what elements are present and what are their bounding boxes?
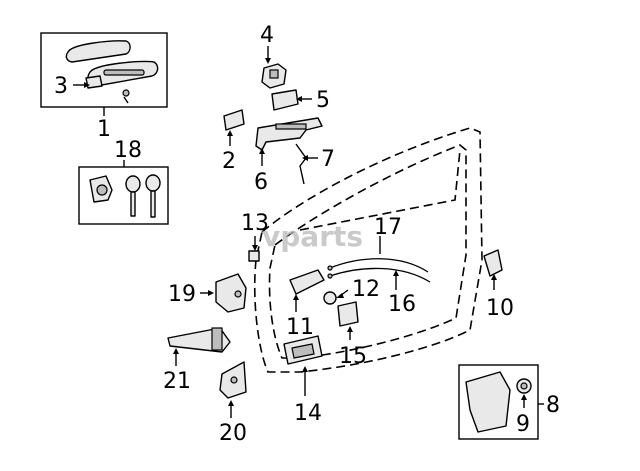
- part-15-pad: [337, 301, 359, 327]
- part-19-hinge: [215, 273, 247, 313]
- callout-18: 18: [114, 138, 142, 163]
- callout-15: 15: [339, 344, 367, 369]
- outside-handle-part: [65, 40, 131, 63]
- callout-numbers: 1 2 3 4 5 6 7 8 9 10 11 12 13 14 15 16 1…: [54, 23, 560, 446]
- part-16-cable: [329, 267, 431, 283]
- part-6-bracket: [255, 117, 323, 151]
- callout-16: 16: [388, 292, 416, 317]
- handle-group-box: [40, 32, 168, 108]
- callout-11: 11: [286, 315, 314, 340]
- part-2-plate: [223, 109, 245, 131]
- part-10-striker: [483, 249, 503, 277]
- callout-7: 7: [321, 147, 335, 172]
- watermark: vparts: [262, 220, 363, 253]
- lock-cylinder-keys-box: [78, 166, 169, 225]
- callout-12: 12: [352, 277, 380, 302]
- callout-14: 14: [294, 401, 322, 426]
- door-outline: [253, 127, 483, 373]
- callout-21: 21: [163, 369, 191, 394]
- callout-5: 5: [316, 88, 330, 113]
- callout-4: 4: [260, 23, 274, 48]
- part-11-latch-link: [289, 269, 325, 295]
- callout-6: 6: [254, 170, 268, 195]
- callout-3: 3: [54, 74, 68, 99]
- callout-10: 10: [486, 296, 514, 321]
- part-5-gasket: [271, 89, 299, 111]
- part-14-inside-handle: [283, 335, 323, 365]
- callout-8: 8: [546, 393, 560, 418]
- part-12-bolt: [323, 291, 337, 305]
- callout-19: 19: [168, 282, 196, 307]
- leader-lines: [73, 46, 527, 418]
- callout-13: 13: [241, 211, 269, 236]
- callout-17: 17: [374, 215, 402, 240]
- part-7-rod: [295, 143, 307, 185]
- callout-9: 9: [516, 412, 530, 437]
- part-17-cable: [329, 258, 429, 273]
- callout-2: 2: [222, 149, 236, 174]
- lock-assembly-box: [458, 364, 539, 440]
- part-4-block: [261, 63, 287, 89]
- part-13-clip: [248, 250, 260, 262]
- callout-1: 1: [97, 117, 111, 142]
- handle-pad-part: [85, 75, 103, 89]
- callout-20: 20: [219, 421, 247, 446]
